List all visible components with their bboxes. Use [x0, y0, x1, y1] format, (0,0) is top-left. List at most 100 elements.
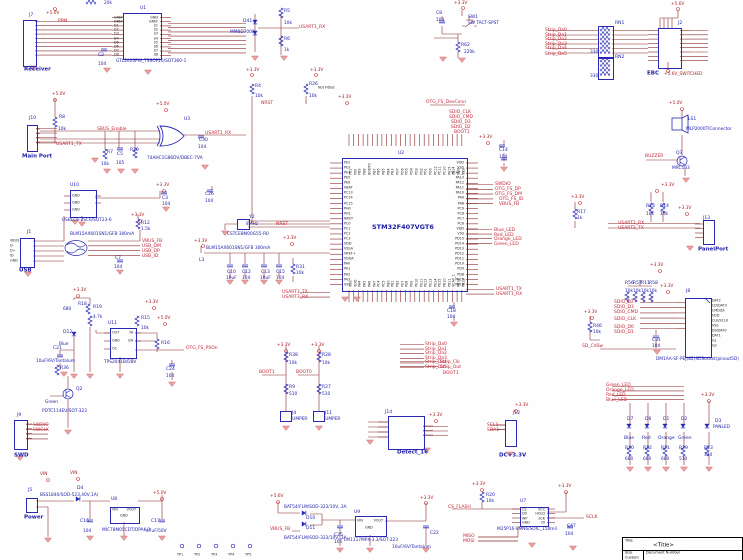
pin-label: PA1 — [344, 267, 351, 271]
component-outline — [14, 420, 28, 450]
component-name-label: EBC — [647, 69, 659, 76]
part-value-label: 10k — [486, 498, 494, 504]
net-label: Red_LED — [494, 232, 514, 237]
pin-label: PC2 — [344, 231, 351, 236]
net-label: Strip_Da5 — [545, 51, 567, 57]
pin-label: D+ — [10, 248, 16, 253]
refdes-label: D1 — [663, 416, 670, 422]
component-name-label: DC+3.3V — [499, 451, 527, 458]
power-net-label: +3.3V — [701, 392, 715, 398]
part-value-label: 4.7k — [93, 314, 103, 320]
part-value-label: 47uF/50V — [146, 528, 167, 534]
net-label: USART1_RX — [205, 130, 232, 136]
title-value: <Title> — [653, 541, 675, 548]
pin-label: CD/DAT3 — [712, 303, 727, 308]
document-number-label: Document Number — [646, 550, 681, 555]
pin-label: PA8 — [457, 201, 464, 205]
component-name-label: Receiver — [24, 65, 51, 72]
pin-label: PD11 — [455, 256, 464, 261]
refdes-label: J13 — [703, 215, 711, 221]
refdes-label: J1 — [27, 229, 32, 235]
net-label: USART1_RX — [299, 24, 326, 30]
part-value-label: 105 — [334, 539, 343, 545]
pin-label: PB15 — [455, 277, 464, 281]
net-label: VBUS_FB — [142, 238, 163, 244]
refdes-label: C22 — [430, 530, 439, 536]
power-net-label: +3.3V — [131, 212, 145, 218]
part-value-label: 10k — [649, 288, 657, 294]
power-net-label: +3.3V — [515, 402, 529, 408]
power-net-label: +3.3V — [660, 283, 674, 289]
net-label: USB_ID — [142, 253, 159, 259]
refdes-label: R23 — [704, 445, 713, 451]
pin-label: S7 — [153, 48, 158, 53]
net-label: Strip_Da1 — [425, 346, 447, 351]
pin-label: GREF — [114, 15, 123, 19]
pin-label: S5 — [153, 40, 158, 45]
pin-label: D3 — [114, 31, 119, 36]
part-value-label: 104 — [565, 531, 574, 537]
component-outline — [505, 420, 517, 447]
refdes-label: Y2 — [249, 214, 255, 220]
pin-label: IN — [129, 330, 133, 335]
net-label: SDIO_D2 — [451, 124, 471, 130]
pin-label: D6 — [114, 44, 119, 49]
pin-label: PC7 — [457, 216, 464, 221]
pin-label: G2 — [712, 343, 717, 348]
part-value-label: SW TACT-SPST — [468, 20, 499, 26]
pin-label: S4 — [153, 36, 158, 40]
refdes-label: D11 — [306, 525, 316, 531]
refdes-label: U1 — [140, 5, 147, 11]
pin-label: VBAT — [344, 185, 353, 190]
part-value-label: MMBD7000 — [230, 29, 255, 35]
pin-label: DAT1 — [712, 333, 721, 338]
pin-label: PE3 — [344, 165, 351, 170]
part-value-label: TPS2041B/DBV — [104, 359, 137, 365]
component-outline — [26, 498, 38, 513]
power-net-label: +5.0V — [669, 100, 683, 106]
part-value-label: 104 — [436, 17, 445, 23]
refdes-label: C15 — [276, 269, 285, 275]
part-value-label: USBLC6-2SC6/SOT23-6 — [62, 217, 112, 223]
pin-label: GND — [365, 525, 373, 530]
refdes-label: C8 — [436, 10, 443, 16]
pin-label: G1 — [712, 338, 717, 343]
part-value-label: 10k — [633, 288, 641, 294]
part-value-label: 510 — [322, 391, 331, 397]
refdes-label: R38 — [289, 352, 298, 358]
part-value-label: 105 — [116, 160, 125, 166]
part-value-label: 10k — [593, 329, 601, 335]
refdes-label: C18 — [447, 308, 456, 314]
net-label: MISO — [463, 533, 475, 539]
part-value-label: 10uF/6V/Tantalum — [36, 358, 75, 364]
part-value-label: 104 — [499, 154, 508, 160]
pin-label: VDD — [344, 241, 352, 246]
net-label: USART1_TX — [56, 141, 82, 147]
component-outline — [388, 416, 425, 450]
part-value-label: 104 — [166, 373, 175, 379]
pin-label: GREF — [149, 19, 158, 24]
part-value-label: 10k — [284, 20, 292, 26]
refdes-label: Q3 — [676, 150, 683, 156]
power-net-label: +5.6V — [671, 1, 685, 7]
refdes-label: R36 — [60, 365, 69, 371]
net-label: Strip_Da2 — [425, 350, 447, 356]
part-value-label: 330 — [704, 452, 713, 458]
power-net-label: +3.3V — [454, 0, 468, 6]
power-net-label: +3.3V — [156, 182, 170, 188]
refdes-label: J5 — [28, 487, 33, 493]
part-value-label: 10uF — [260, 275, 271, 281]
refdes-label: R7 — [107, 149, 113, 155]
pin-label: PA2 — [344, 272, 351, 276]
refdes-label: J8 — [686, 288, 691, 294]
part-value-label: MLP2000TIConnector — [686, 126, 732, 132]
refdes-label: C13 — [261, 269, 270, 275]
pin-label: VCAP_2 — [451, 170, 464, 175]
refdes-label: U8 — [111, 496, 118, 502]
refdes-label: D12 — [63, 329, 73, 335]
pin-label: DI — [541, 520, 545, 525]
part-value-label: BLM15AX601SN1/GFB 300mA — [70, 231, 135, 237]
pin-label: PD10 — [455, 261, 464, 266]
net-label: USART1_RX — [496, 291, 523, 297]
title-label: Title — [625, 538, 633, 543]
